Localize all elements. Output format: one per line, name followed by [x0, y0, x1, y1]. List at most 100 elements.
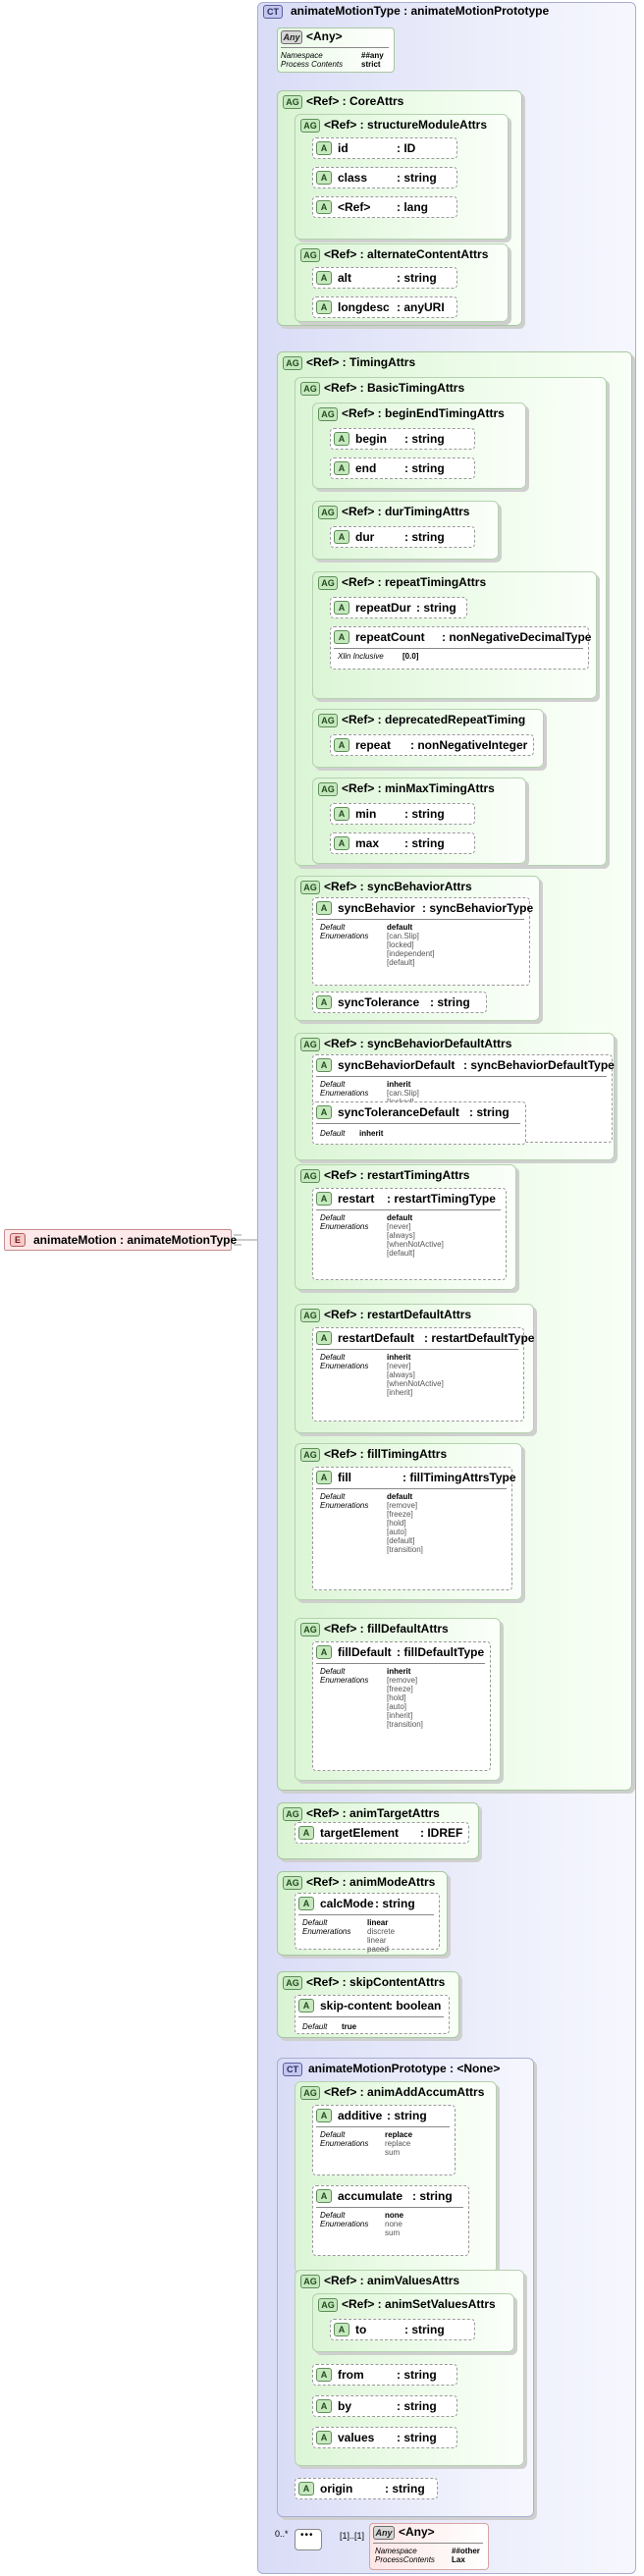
begin-end-timing-attrs-ag-icon: AG: [318, 407, 338, 421]
sync-behavior-attrs-ag-icon: AG: [300, 881, 320, 894]
attr-to[interactable]: [330, 2319, 475, 2340]
attr-repeatcount-type: : nonNegativeDecimalType: [442, 630, 592, 644]
skip-content-title: <Ref> : skipContentAttrs: [306, 1975, 446, 1989]
attr-accumulate-a-icon: A: [316, 2189, 332, 2203]
attr-restartdefault[interactable]: [312, 1327, 524, 1422]
any-bottom-multiplicity: [1]..[1]: [340, 2531, 365, 2541]
attr-repeatdur[interactable]: [330, 597, 467, 618]
attr-from[interactable]: [312, 2364, 457, 2386]
attr-fill-facet-enum-5: [transition]: [387, 1545, 423, 1554]
restart-default-attrs-title: <Ref> : restartDefaultAttrs: [324, 1308, 472, 1321]
attr-class[interactable]: [312, 167, 457, 188]
any-top-ns-default-val: ##any: [361, 51, 384, 60]
attr-additive-facet-enum-0: replace: [385, 2139, 411, 2148]
attr-syncbehavior-name: syncBehavior: [338, 901, 415, 915]
basic-timing-attrs-ag-icon: AG: [300, 382, 320, 396]
attr-origin-type: : string: [385, 2482, 425, 2496]
attr-filldefault-sep: [316, 1663, 485, 1664]
attr-accumulate-facet-enum-key: Enumerations: [320, 2220, 369, 2228]
attr-syncbehavior-facet-enum-key: Enumerations: [320, 932, 369, 940]
any-top-ns-default-key: Namespace: [281, 51, 323, 60]
attr-min[interactable]: [330, 803, 475, 825]
attr-origin-a-icon: A: [298, 2482, 314, 2496]
attr-calcmode[interactable]: [295, 1893, 440, 1950]
attr-origin-name: origin: [320, 2482, 353, 2496]
attr-repeatdur-type: : string: [416, 601, 456, 615]
anim-add-accum-attrs-title: <Ref> : animAddAccumAttrs: [324, 2085, 485, 2099]
attr-synctolerancedefault-name: syncToleranceDefault: [338, 1105, 459, 1119]
any-bottom-box[interactable]: [369, 2523, 489, 2570]
anim-target-ag-icon: AG: [283, 1807, 302, 1821]
attr-longdesc-name: longdesc: [338, 300, 390, 314]
attr-filldefault-type: : fillDefaultType: [397, 1645, 485, 1659]
attr-dur[interactable]: [330, 526, 475, 548]
dur-timing-attrs-ag-icon: AG: [318, 506, 338, 519]
attr-syncbehaviordefault-facet-default-val: inherit: [387, 1080, 411, 1089]
sync-behavior-default-attrs-title: <Ref> : syncBehaviorDefaultAttrs: [324, 1037, 512, 1050]
attr-values[interactable]: [312, 2427, 457, 2448]
attr-max-name: max: [355, 836, 380, 850]
attr-additive[interactable]: [312, 2105, 456, 2175]
attr-lang[interactable]: [312, 196, 457, 218]
begin-end-timing-attrs-title: <Ref> : beginEndTimingAttrs: [342, 406, 505, 420]
attr-targetelement[interactable]: [295, 1822, 469, 1844]
attr-fill-facet-enum-3: [auto]: [387, 1528, 407, 1536]
attr-syncbehaviordefault-facet-default-key: Default: [320, 1080, 346, 1089]
anim-set-values-attrs-ag-icon: AG: [318, 2298, 338, 2312]
any-top-label: <Any>: [306, 29, 343, 43]
attr-accumulate-facet-enum-0: none: [385, 2220, 402, 2228]
attr-min-a-icon: A: [334, 807, 349, 821]
attr-restart-facet-enum-3: [default]: [387, 1249, 415, 1258]
attr-to-type: : string: [404, 2323, 445, 2336]
attr-syncbehavior[interactable]: [312, 897, 530, 986]
attr-begin-name: begin: [355, 432, 387, 446]
attr-restartdefault-sep: [316, 1349, 518, 1350]
attr-by-a-icon: A: [316, 2399, 332, 2413]
attr-filldefault-name: fillDefault: [338, 1645, 392, 1659]
attr-repeat[interactable]: [330, 734, 534, 756]
any-bottom-cardinality: 0..*: [275, 2529, 289, 2539]
sequence-compositor-icon: •••: [300, 2530, 314, 2541]
attr-values-name: values: [338, 2431, 375, 2444]
anim-mode-title: <Ref> : animModeAttrs: [306, 1875, 436, 1889]
attr-max-type: : string: [404, 836, 445, 850]
any-bottom-sep: [373, 2543, 483, 2544]
attr-fill[interactable]: [312, 1467, 512, 1590]
attr-filldefault-facet-default-key: Default: [320, 1667, 346, 1676]
attr-longdesc[interactable]: [312, 296, 457, 318]
attr-accumulate[interactable]: [312, 2185, 469, 2256]
attr-begin[interactable]: [330, 428, 475, 450]
any-top-pc-default-val: strict: [361, 60, 381, 69]
fill-default-attrs-ag-icon: AG: [300, 1623, 320, 1637]
attr-fill-facet-enum-4: [default]: [387, 1536, 415, 1545]
attr-calcmode-facet-enum-2: paced: [367, 1945, 389, 1954]
attr-synctolerance[interactable]: [312, 992, 487, 1013]
sequence-compositor[interactable]: [295, 2529, 322, 2550]
core-attrs-ag-icon: AG: [283, 95, 302, 109]
attr-values-type: : string: [397, 2431, 437, 2444]
attr-restart[interactable]: [312, 1188, 507, 1280]
attr-filldefault-facet-enum-3: [auto]: [387, 1702, 407, 1711]
attr-restartdefault-type: : restartDefaultType: [424, 1331, 535, 1345]
attr-origin[interactable]: [295, 2478, 438, 2499]
attr-id[interactable]: [312, 137, 457, 159]
attr-max[interactable]: [330, 832, 475, 854]
attr-syncbehaviordefault-sep: [316, 1076, 607, 1077]
restart-timing-attrs-title: <Ref> : restartTimingAttrs: [324, 1168, 470, 1182]
attr-syncbehavior-facet-enum-2: [independent]: [387, 949, 435, 958]
attr-calcmode-facet-enum-1: linear: [367, 1936, 387, 1945]
attr-by[interactable]: [312, 2395, 457, 2417]
attr-skipcontent-facet-default-key: Default: [302, 2022, 328, 2031]
attr-filldefault-facet-enum-key: Enumerations: [320, 1676, 369, 1685]
attr-restartdefault-facet-enum-2: [whenNotActive]: [387, 1379, 444, 1388]
attr-additive-sep: [316, 2126, 450, 2127]
restart-default-attrs-ag-icon: AG: [300, 1309, 320, 1322]
attr-targetelement-a-icon: A: [298, 1826, 314, 1840]
attr-skipcontent[interactable]: [295, 1995, 450, 2034]
root-element-box[interactable]: [4, 1229, 232, 1251]
attr-filldefault-facet-default-val: inherit: [387, 1667, 411, 1676]
attr-end[interactable]: [330, 457, 475, 479]
attr-alt[interactable]: [312, 267, 457, 289]
attr-repeatcount-a-icon: A: [334, 630, 349, 644]
attr-restart-type: : restartTimingType: [387, 1192, 496, 1206]
